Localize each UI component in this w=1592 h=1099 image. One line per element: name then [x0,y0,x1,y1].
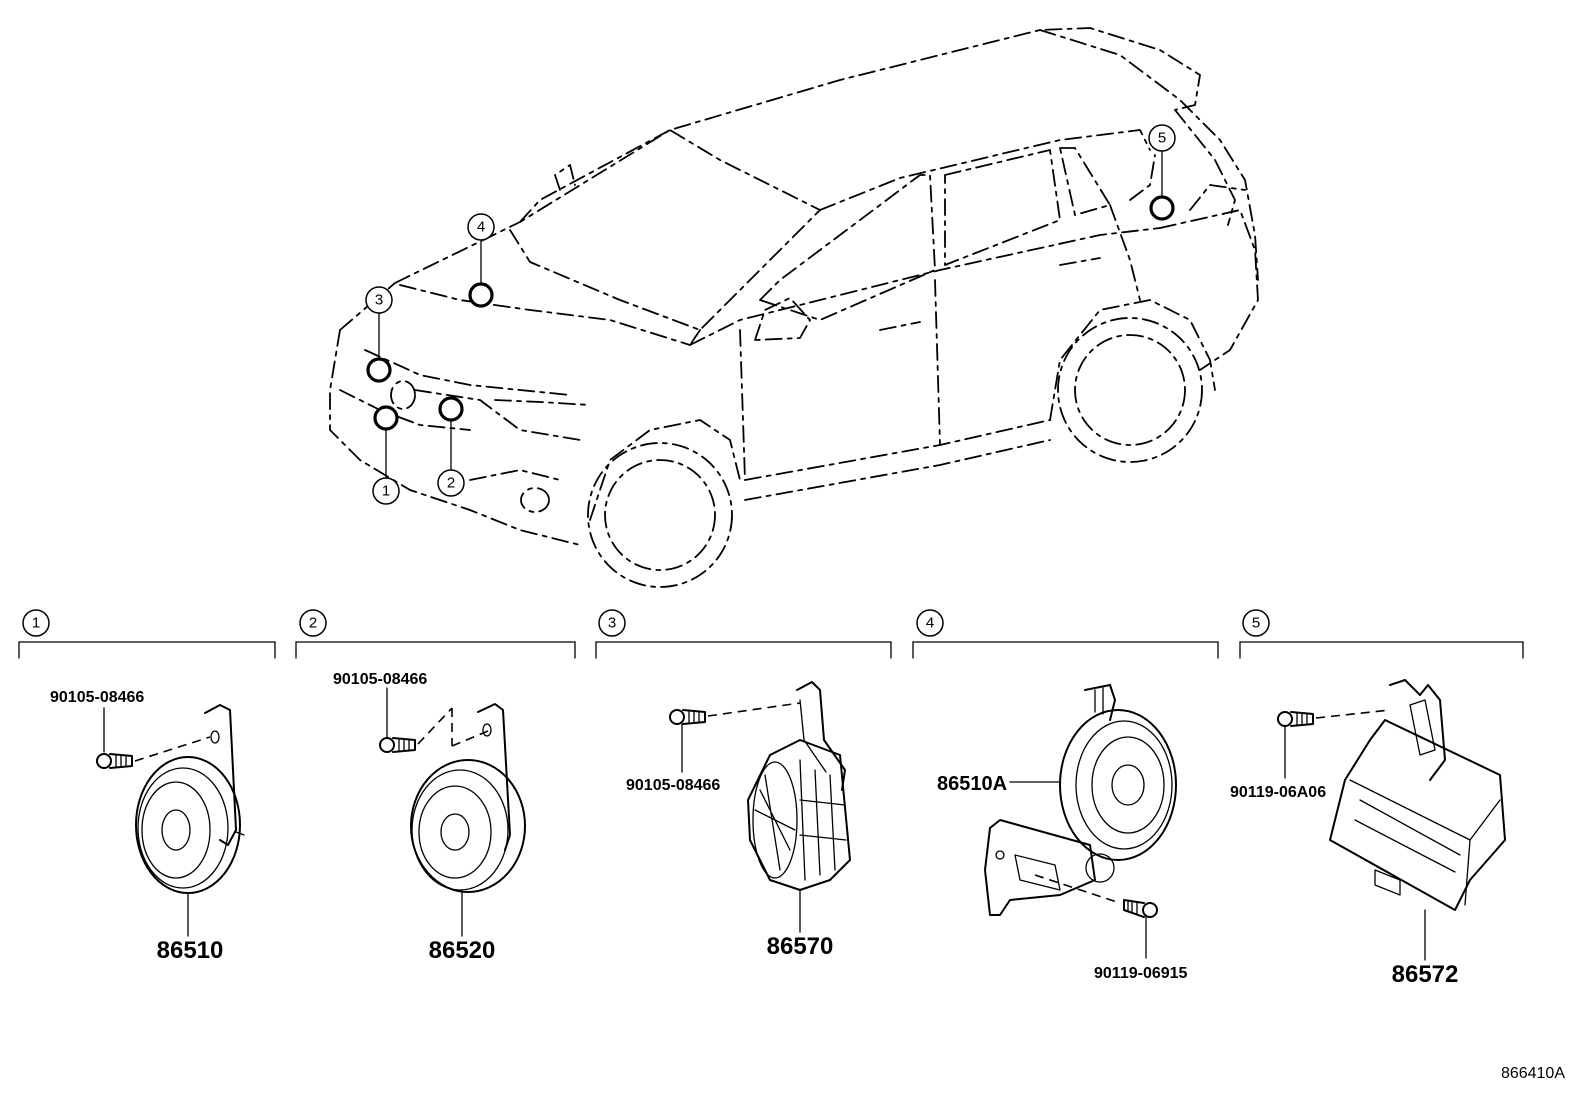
svg-text:4: 4 [926,615,934,632]
group-callout-5: 5 [1242,609,1270,637]
part-number-86572: 86572 [1392,961,1459,988]
svg-text:5: 5 [1158,130,1166,147]
horn-86520-drawing [379,687,526,937]
svg-text:1: 1 [32,615,40,632]
svg-text:4: 4 [477,219,485,236]
part-number-86510: 86510 [157,937,224,964]
part-number-90105-08466-g2: 90105-08466 [333,671,427,688]
location-markers [366,150,1175,478]
svg-text:2: 2 [309,615,317,632]
location-callout-4: 4 [467,213,495,241]
svg-text:3: 3 [608,615,616,632]
location-callout-3: 3 [365,286,393,314]
group-callout-2: 2 [299,609,327,637]
location-callout-5: 5 [1148,124,1176,152]
svg-text:2: 2 [447,475,455,492]
speaker-86570-drawing [669,681,851,933]
group-callout-4: 4 [916,609,944,637]
part-number-86510a: 86510A [937,773,1007,795]
location-callout-1: 1 [372,477,400,505]
horn-86510-drawing [96,704,245,937]
part-number-86570: 86570 [767,933,834,960]
diagram-code: 866410A [1501,1065,1565,1082]
svg-text:1: 1 [382,483,390,500]
part-number-90105-08466-g1: 90105-08466 [50,689,144,706]
part-number-90119-06a06: 90119-06A06 [1230,784,1326,801]
part-number-86520: 86520 [429,937,496,964]
horn-86510a-drawing [984,684,1177,959]
vehicle-illustration [329,27,1259,588]
part-number-90105-08466-g3: 90105-08466 [626,777,720,794]
svg-text:5: 5 [1252,615,1260,632]
controller-86572-drawing [1277,679,1506,961]
group-callout-1: 1 [22,609,50,637]
location-callout-2: 2 [437,469,465,497]
group-callout-3: 3 [598,609,626,637]
part-number-90119-06915: 90119-06915 [1094,965,1188,982]
group-brackets [18,641,1524,659]
svg-text:3: 3 [375,292,383,309]
